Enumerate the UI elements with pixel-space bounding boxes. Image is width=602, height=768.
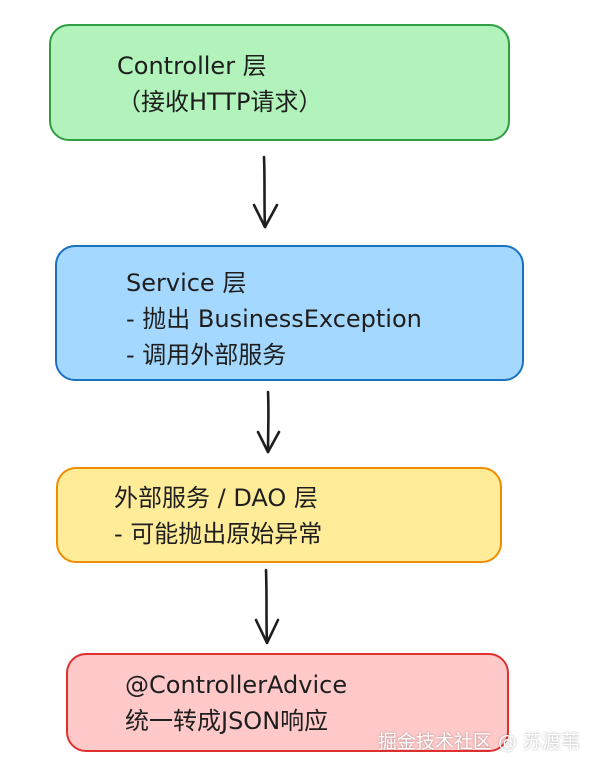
service-layer-node: Service 层 - 抛出 BusinessException - 调用外部服…	[55, 245, 524, 381]
dao-layer-title: 外部服务 / DAO 层	[114, 484, 318, 512]
watermark: 掘金技术社区 @ 苏渡苇	[377, 731, 580, 753]
dao-layer-node: 外部服务 / DAO 层 - 可能抛出原始异常	[56, 467, 502, 563]
arrow-dao-to-advice	[254, 568, 280, 645]
controller-layer-title: Controller 层	[117, 52, 267, 80]
service-layer-item-call: - 调用外部服务	[126, 341, 287, 369]
controller-advice-node: @ControllerAdvice 统一转成JSON响应	[66, 653, 509, 752]
arrow-service-to-dao	[256, 390, 281, 454]
dao-layer-item: - 可能抛出原始异常	[114, 520, 323, 548]
controller-advice-title: @ControllerAdvice	[125, 671, 348, 699]
service-layer-item-throw: - 抛出 BusinessException	[126, 305, 422, 333]
service-layer-title: Service 层	[126, 269, 247, 297]
controller-layer-desc: （接收HTTP请求）	[117, 88, 323, 116]
controller-advice-desc: 统一转成JSON响应	[125, 707, 329, 735]
controller-layer-node: Controller 层 （接收HTTP请求）	[49, 24, 510, 141]
arrow-controller-to-service	[252, 155, 279, 229]
